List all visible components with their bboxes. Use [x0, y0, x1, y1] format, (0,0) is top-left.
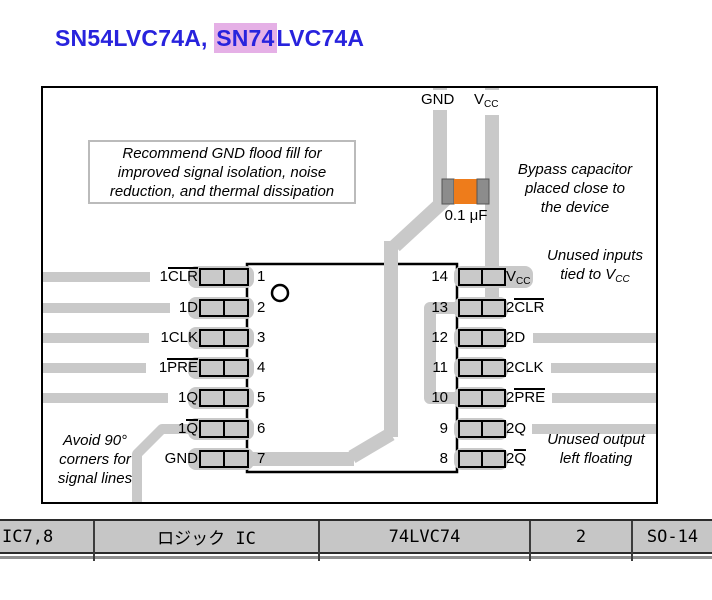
bom-cell-quantity: 2	[531, 521, 633, 552]
trace-vcc-vertical	[485, 88, 499, 316]
pin-number-2: 2	[257, 299, 266, 316]
note-avoid-corners: Avoid 90° corners for signal lines	[57, 432, 133, 487]
capacitor-terminal-left	[441, 178, 455, 205]
note-flood-fill: Recommend GND flood fill for improved si…	[88, 140, 356, 204]
pin-number-9: 9	[439, 420, 448, 437]
pin-label-1pre: 1PRE	[158, 358, 198, 376]
trace-1q	[43, 393, 168, 403]
pin-number-12: 12	[431, 329, 448, 346]
bom-divider-stub	[93, 552, 95, 561]
pin-number-11: 11	[432, 359, 448, 376]
trace-2q	[532, 424, 656, 434]
part-number-suffix: LVC74A	[276, 25, 365, 51]
pin-label-vcc: VCC	[506, 268, 531, 287]
pin-label-2q: 2Q	[506, 420, 527, 437]
pcb-layout-figure: GND VCC 0.1 μF Recommend GND flood fill …	[41, 86, 658, 504]
trace-1clk	[43, 333, 149, 343]
pin-label-1clk: 1CLK	[160, 329, 198, 346]
bom-cell-package: SO-14	[646, 526, 699, 547]
bom-table: IC7,8 ロジック IC 74LVC74 2 SO-14	[0, 519, 712, 561]
pin-label-1q: 1Q	[177, 389, 198, 406]
trace-2d	[533, 333, 656, 343]
note-unused-inputs: Unused inputs tied to VCC	[547, 247, 643, 285]
trace-gnd-diagonal-lower	[348, 427, 395, 464]
trace-1d	[43, 303, 170, 313]
part-number-highlight: SN74	[214, 23, 277, 53]
bom-table-row: IC7,8 ロジック IC 74LVC74 2 SO-14	[0, 519, 712, 554]
trace-pin6-45deg	[132, 424, 198, 502]
capacitor-value: 0.1 μF	[444, 207, 488, 224]
pin-label-1clr: 1CLR	[159, 267, 198, 285]
pin-label-2pre: 2PRE	[506, 388, 546, 406]
capacitor-terminal-right	[476, 178, 490, 205]
bom-cell-category: ロジック IC	[95, 521, 320, 552]
trace-2clk	[551, 363, 656, 373]
bypass-capacitor-body	[454, 179, 477, 204]
trace-gnd-through-ic	[384, 241, 398, 437]
bom-cell-refdes: IC7,8	[0, 521, 95, 552]
pin-label-1d: 1D	[178, 299, 198, 316]
trace-gnd-vertical	[433, 88, 447, 206]
note-unused-output: Unused output left floating	[547, 431, 645, 467]
pin-number-1: 1	[257, 268, 266, 285]
pin-number-14: 14	[431, 268, 448, 285]
part-number-prefix: SN54LVC74A,	[55, 25, 215, 51]
bom-next-row-line	[0, 556, 712, 559]
pin-number-7: 7	[257, 450, 266, 467]
gnd-net-label: GND	[419, 90, 457, 110]
pin-1-indicator-icon	[270, 283, 290, 303]
pin-label-2qbar: 2Q	[506, 449, 527, 467]
pin-label-2d: 2D	[506, 329, 526, 346]
pin-number-6: 6	[257, 420, 266, 437]
pin-number-8: 8	[439, 450, 448, 467]
bom-cell-partnumber: 74LVC74	[320, 521, 531, 552]
pin-label-gnd: GND	[164, 450, 198, 467]
pin-number-5: 5	[257, 389, 266, 406]
vcc-net-label: VCC	[472, 90, 501, 115]
page-title: SN54LVC74A, SN74LVC74A	[55, 23, 365, 53]
pin-label-1qbar: 1Q	[177, 419, 198, 437]
trace-gnd-diagonal-upper	[390, 192, 452, 252]
trace-vcc-loop-pin13-pin10	[424, 302, 463, 404]
bom-divider-stub	[631, 552, 633, 561]
bom-divider-stub	[529, 552, 531, 561]
pin-number-10: 10	[431, 389, 448, 406]
pin-number-4: 4	[257, 359, 266, 376]
pin-label-2clk: 2CLK	[506, 359, 544, 376]
pcb-traces-svg	[43, 88, 656, 502]
pin-number-13: 13	[431, 299, 448, 316]
pin-number-3: 3	[257, 329, 266, 346]
trace-gnd-to-pin7	[248, 452, 354, 466]
trace-1pre	[43, 363, 146, 373]
pin-label-2clr: 2CLR	[506, 298, 545, 316]
trace-2pre	[552, 393, 656, 403]
bom-divider-stub	[318, 552, 320, 561]
trace-1clr	[43, 272, 150, 282]
note-bypass-capacitor: Bypass capacitor placed close to the dev…	[517, 161, 633, 216]
